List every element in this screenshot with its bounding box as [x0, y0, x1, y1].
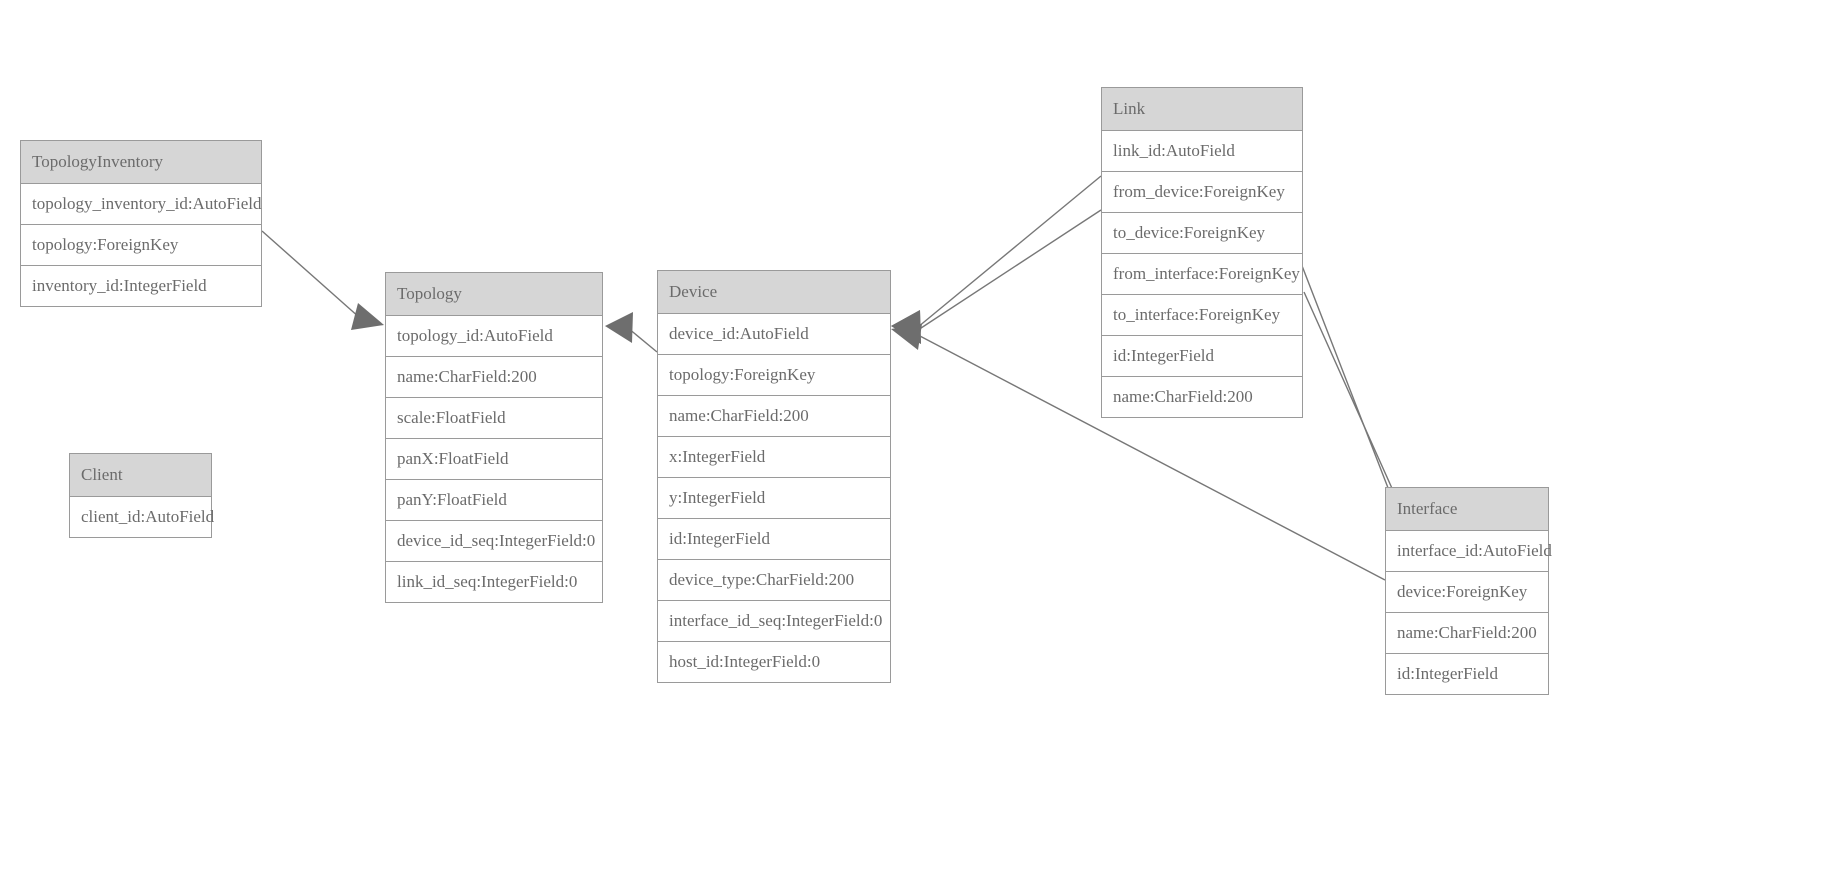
relationship-device-topology — [605, 312, 658, 353]
entity-field[interactable]: interface_id:AutoField — [1386, 531, 1552, 572]
entity-title-interface: Interface — [1386, 488, 1548, 531]
entity-field[interactable]: y:IntegerField — [658, 478, 890, 519]
relationship-link-to_device — [891, 209, 1102, 344]
entity-field[interactable]: host_id:IntegerField:0 — [658, 642, 890, 682]
entity-field[interactable]: topology:ForeignKey — [658, 355, 890, 396]
entity-title-topology_inventory: TopologyInventory — [21, 141, 261, 184]
relationship-topologyinventory-topology — [261, 230, 384, 330]
relationship-line — [917, 175, 1102, 328]
entity-field[interactable]: scale:FloatField — [386, 398, 602, 439]
entity-title-link: Link — [1102, 88, 1302, 131]
entity-field[interactable]: from_device:ForeignKey — [1102, 172, 1302, 213]
relationship-link-from_device — [891, 175, 1102, 344]
entity-field[interactable]: panX:FloatField — [386, 439, 602, 480]
entity-field[interactable]: to_interface:ForeignKey — [1102, 295, 1302, 336]
entity-field[interactable]: from_interface:ForeignKey — [1102, 254, 1302, 295]
relationship-arrowhead — [891, 310, 921, 344]
entity-field[interactable]: inventory_id:IntegerField — [21, 266, 261, 306]
entity-field[interactable]: device:ForeignKey — [1386, 572, 1548, 613]
entity-field[interactable]: id:IntegerField — [1102, 336, 1302, 377]
relationship-line — [261, 230, 361, 319]
relationship-arrowhead — [891, 310, 921, 344]
relationship-arrowhead — [351, 303, 384, 330]
entity-field[interactable]: panY:FloatField — [386, 480, 602, 521]
entity-field[interactable]: topology:ForeignKey — [21, 225, 261, 266]
entity-field[interactable]: id:IntegerField — [658, 519, 890, 560]
entity-field[interactable]: link_id_seq:IntegerField:0 — [386, 562, 602, 602]
entity-field[interactable]: name:CharField:200 — [386, 357, 602, 398]
entity-field[interactable]: name:CharField:200 — [1102, 377, 1302, 417]
entity-field[interactable]: topology_inventory_id:AutoField — [21, 184, 262, 225]
entity-title-topology: Topology — [386, 273, 602, 316]
entity-title-device: Device — [658, 271, 890, 314]
entity-field[interactable]: device_id:AutoField — [658, 314, 890, 355]
entity-title-client: Client — [70, 454, 211, 497]
entity-field[interactable]: to_device:ForeignKey — [1102, 213, 1302, 254]
entity-field[interactable]: client_id:AutoField — [70, 497, 214, 537]
entity-field[interactable]: interface_id_seq:IntegerField:0 — [658, 601, 890, 642]
entity-field[interactable]: name:CharField:200 — [658, 396, 890, 437]
entity-field[interactable]: link_id:AutoField — [1102, 131, 1302, 172]
entity-field[interactable]: device_type:CharField:200 — [658, 560, 890, 601]
relationship-arrowhead — [891, 324, 922, 350]
entity-field[interactable]: name:CharField:200 — [1386, 613, 1548, 654]
relationship-arrowhead — [605, 312, 633, 343]
relationship-line — [1298, 257, 1403, 525]
entity-field[interactable]: id:IntegerField — [1386, 654, 1548, 694]
entity-field[interactable]: x:IntegerField — [658, 437, 890, 478]
relationship-line — [627, 327, 658, 353]
entity-field[interactable]: topology_id:AutoField — [386, 316, 602, 357]
relationship-line — [917, 209, 1102, 331]
entity-field[interactable]: device_id_seq:IntegerField:0 — [386, 521, 602, 562]
